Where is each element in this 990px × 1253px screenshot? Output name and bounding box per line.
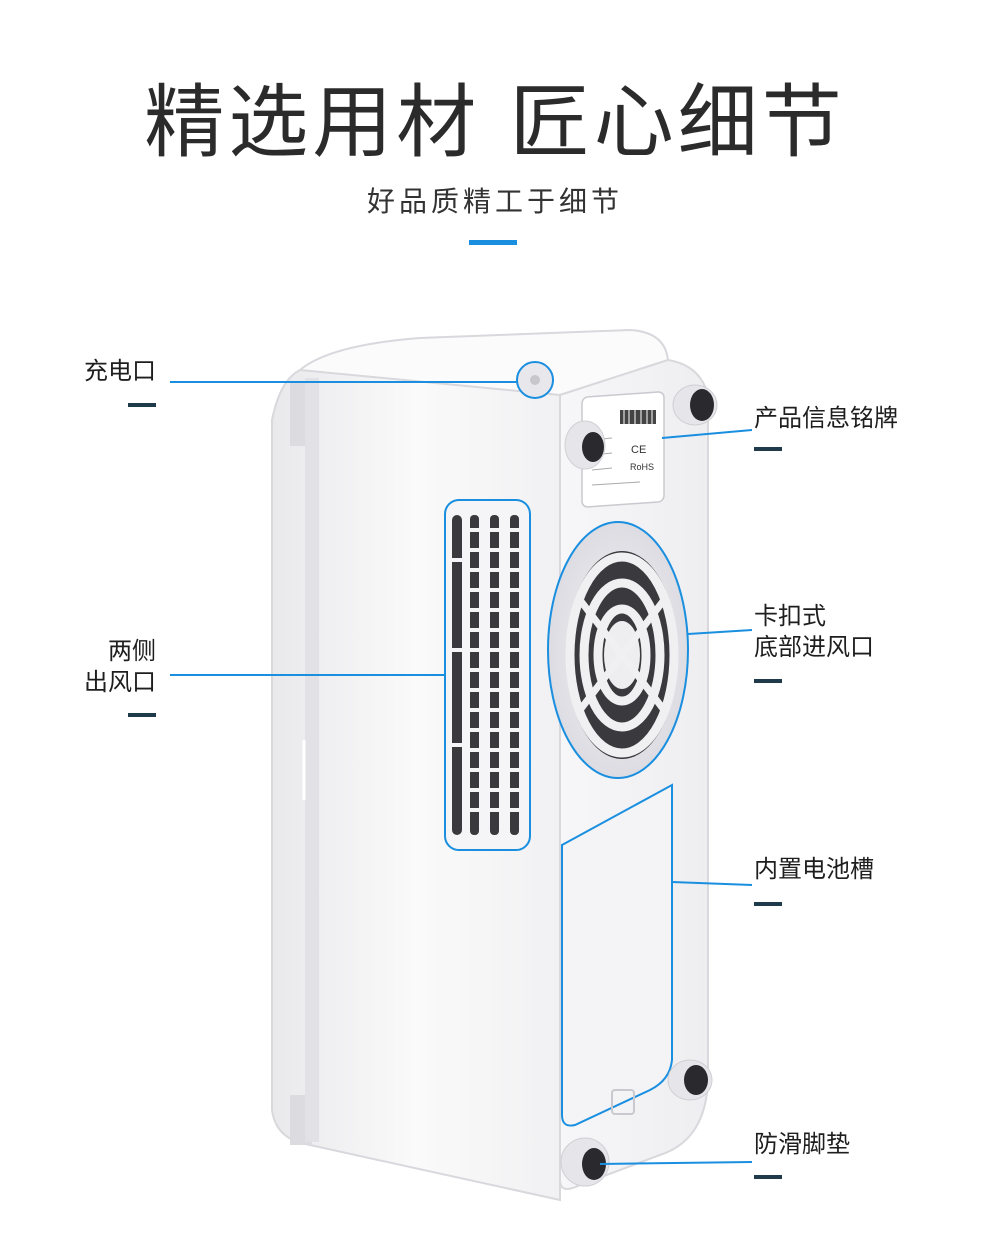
label-dash-bottom-inlet xyxy=(754,679,782,683)
label-dash-side-outlet xyxy=(128,713,156,717)
label-battery-slot: 内置电池槽 xyxy=(754,855,874,883)
battery-compartment xyxy=(561,783,673,1127)
page-title: 精选用材 匠心细节 xyxy=(144,76,846,169)
label-dash-anti-slip-feet xyxy=(754,1175,782,1179)
label-bottom-inlet-line1: 卡扣式 xyxy=(754,602,826,630)
callout-lines xyxy=(170,381,753,1165)
anti-slip-feet xyxy=(560,384,718,1187)
label-anti-slip-feet: 防滑脚垫 xyxy=(754,1130,850,1158)
label-info-plate: 产品信息铭牌 xyxy=(754,404,898,432)
label-bottom-inlet-line2: 底部进风口 xyxy=(754,633,874,661)
label-dash-battery-slot xyxy=(754,902,782,906)
page-subtitle: 好品质精工于细节 xyxy=(366,185,623,218)
rohs-mark: RoHS xyxy=(630,462,654,472)
label-side-outlet-line1: 两侧 xyxy=(108,637,156,665)
label-dash-charging-port xyxy=(128,403,156,407)
charging-port xyxy=(516,361,554,399)
info-nameplate: CE RoHS xyxy=(581,391,665,508)
label-charging-port: 充电口 xyxy=(84,357,156,385)
ce-mark: CE xyxy=(631,444,646,456)
label-side-outlet-line2: 出风口 xyxy=(84,668,156,696)
label-dash-info-plate xyxy=(754,447,782,451)
bottom-fan-intake xyxy=(547,521,689,779)
title-accent-bar xyxy=(469,240,517,245)
side-vent-grille xyxy=(444,499,531,851)
